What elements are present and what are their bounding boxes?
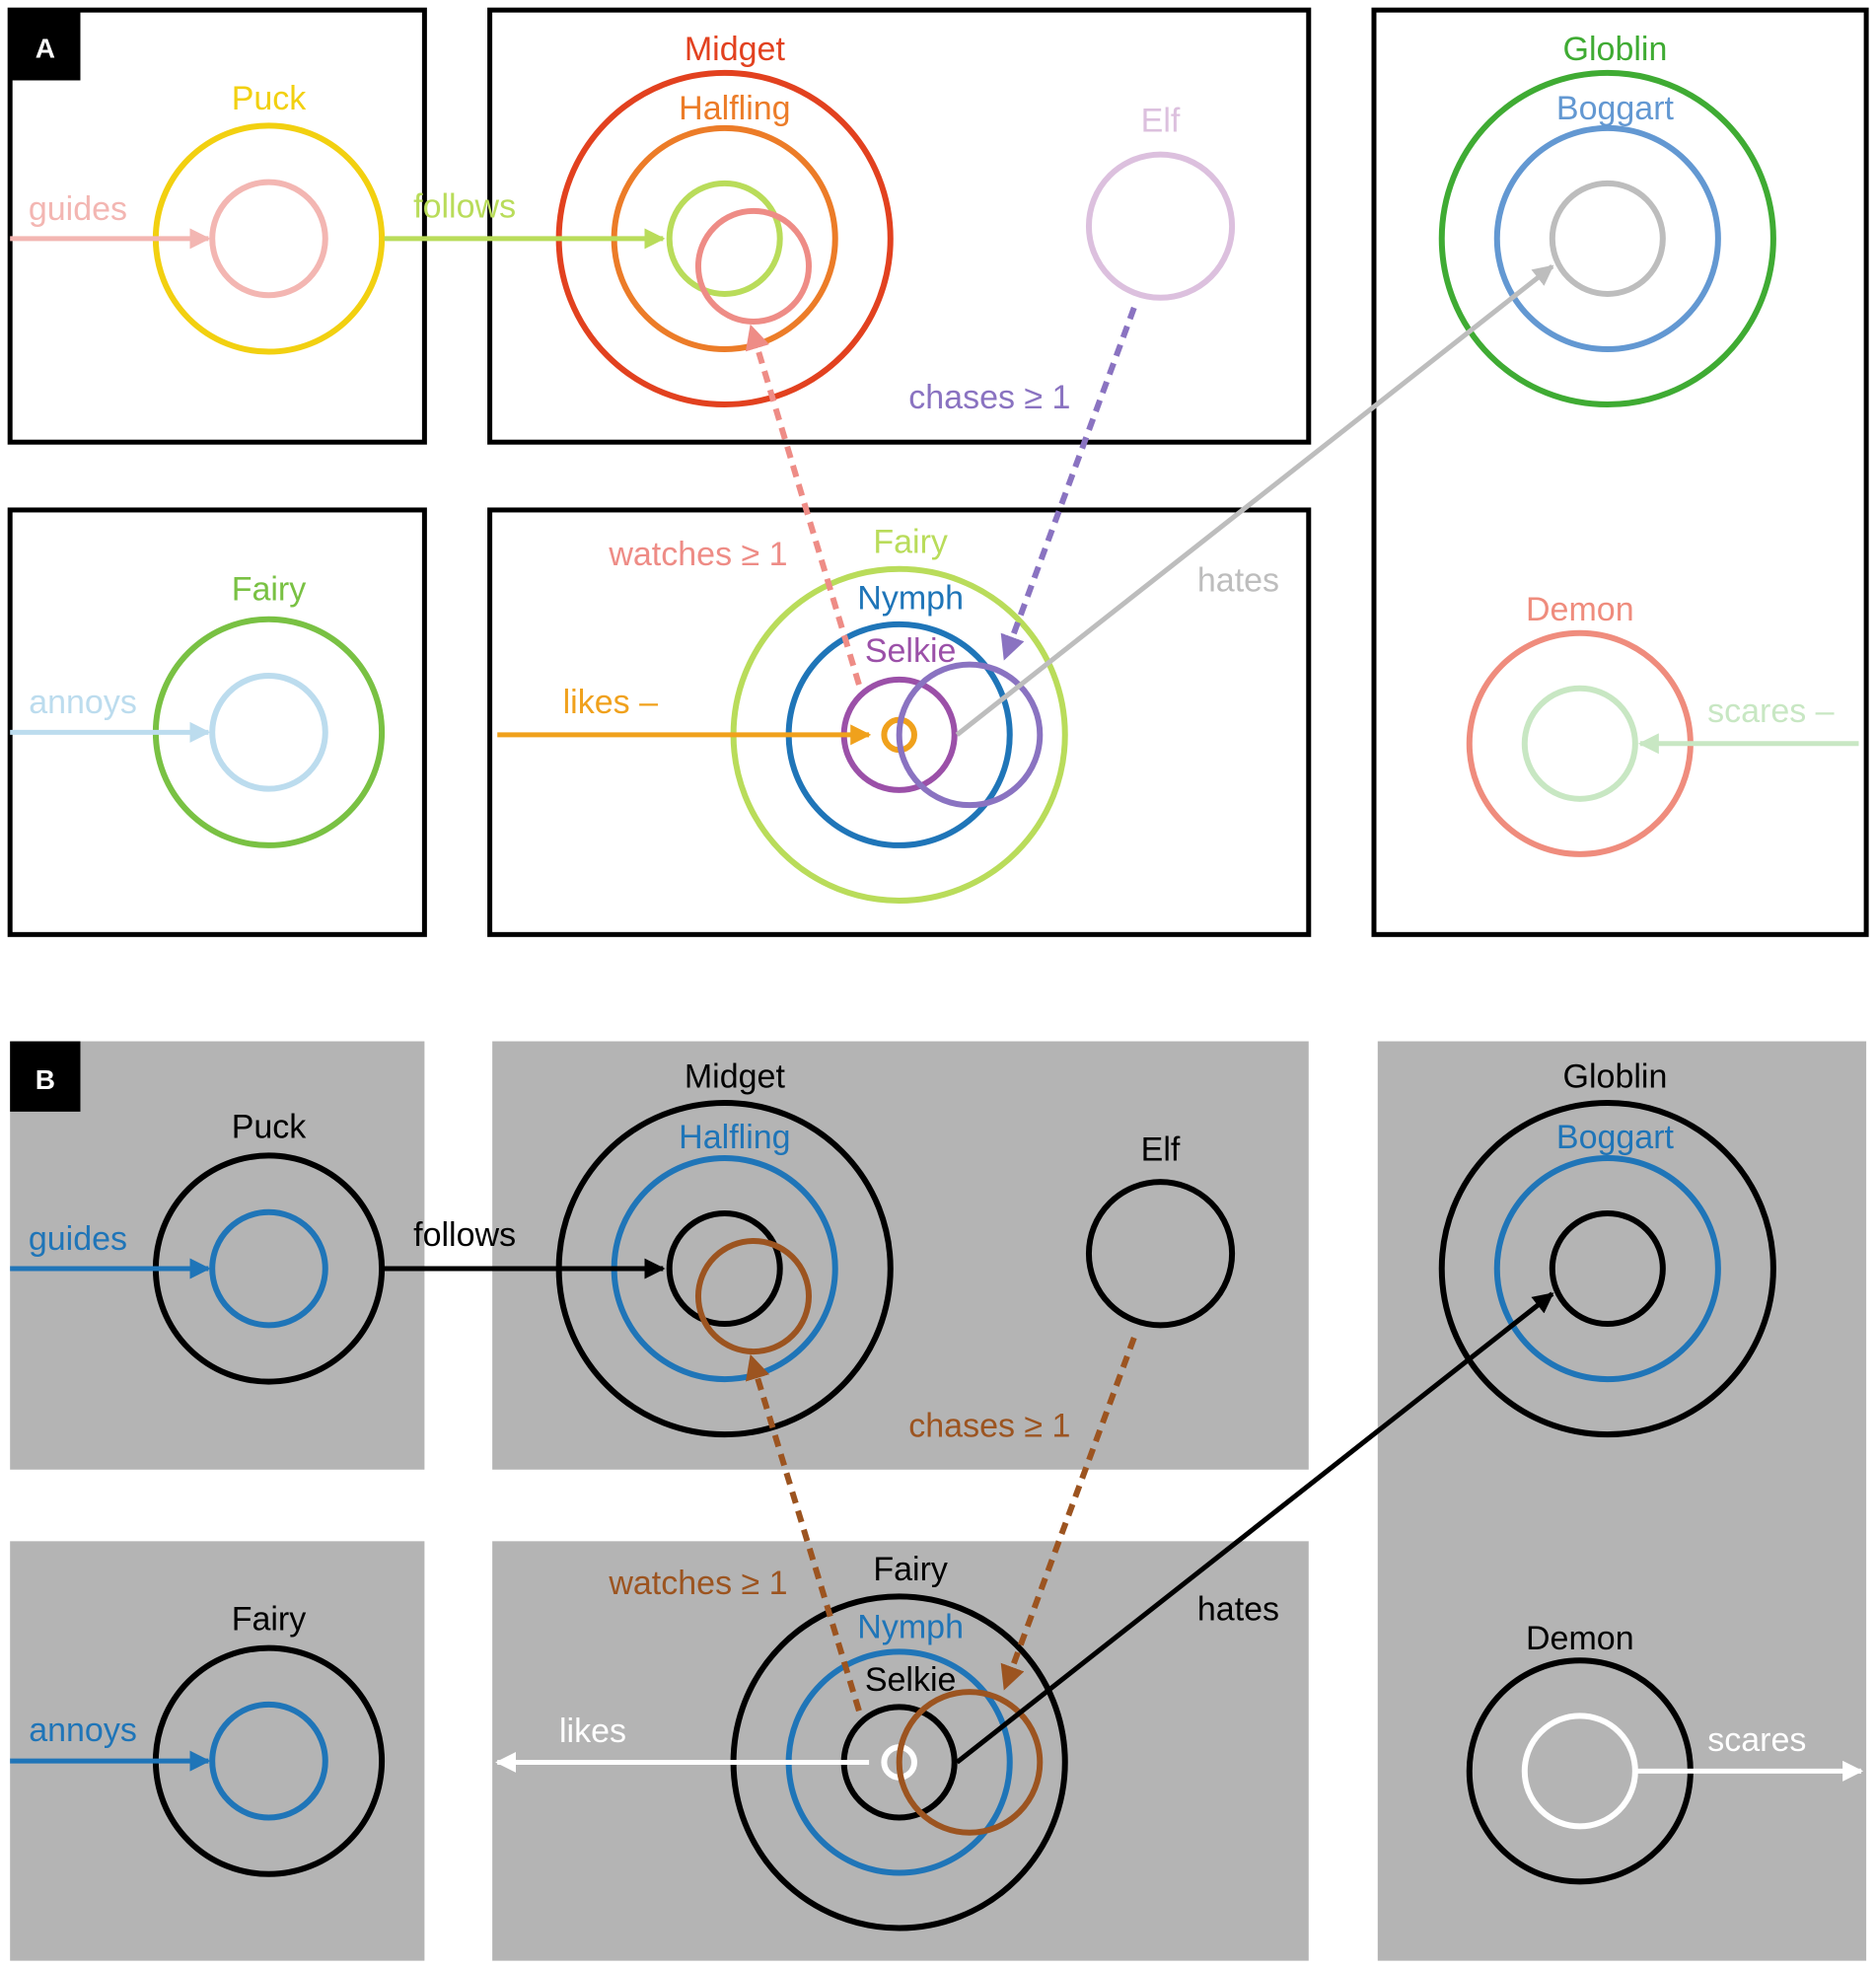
label-hates: hates [1197, 1591, 1279, 1629]
label-scares: scares [1707, 1721, 1806, 1759]
panel-b-tag-box [10, 1041, 81, 1112]
circle-elf [1085, 151, 1236, 301]
label-nymph: Nymph [857, 580, 964, 618]
label-midget: Midget [685, 31, 786, 68]
label-chases: chases ≥ 1 [908, 379, 1070, 416]
panel-a-tag-box [10, 10, 81, 81]
label-boggart: Boggart [1556, 90, 1675, 127]
label-chases: chases ≥ 1 [908, 1408, 1070, 1445]
arrow-hates [955, 263, 1554, 737]
box-midget [487, 7, 1312, 445]
arrow-watches [745, 324, 862, 686]
panel-b-bg-globlin [1377, 1041, 1867, 1961]
label-selkie: Selkie [865, 1661, 957, 1699]
label-follows: follows [413, 187, 516, 225]
label-demon: Demon [1526, 591, 1634, 628]
label-likes: likes [559, 1713, 626, 1750]
label-demon: Demon [1526, 1620, 1634, 1657]
circle-puck-inner [209, 179, 328, 299]
box-fairy-center [487, 507, 1312, 937]
arrow-hates [955, 1291, 1554, 1765]
label-likes: likes – [563, 684, 658, 721]
label-scares: scares – [1707, 693, 1835, 730]
arrow-chases [1000, 1337, 1137, 1691]
panel-b-bg-midget [492, 1041, 1309, 1470]
circle-midget-inner [666, 1210, 783, 1328]
circle-fairy-center-hater [896, 661, 1044, 809]
circle-boggart [1493, 1154, 1721, 1383]
label-globlin: Globlin [1563, 31, 1668, 68]
panel-a-tag: A [36, 34, 55, 64]
label-watches: watches ≥ 1 [608, 536, 787, 573]
circle-midget-watched [694, 207, 813, 325]
label-fairy-center: Fairy [873, 523, 948, 560]
label-nymph: Nymph [857, 1608, 964, 1645]
label-guides: guides [29, 1220, 127, 1258]
panel-b-bg-fairy-left [10, 1541, 425, 1961]
circle-puck-inner [209, 1208, 328, 1329]
label-halfling: Halfling [679, 90, 790, 127]
label-hates: hates [1197, 562, 1279, 600]
label-halfling: Halfling [679, 1119, 790, 1156]
label-fairy-center: Fairy [873, 1551, 948, 1588]
box-fairy-left [7, 507, 427, 937]
label-elf: Elf [1141, 103, 1181, 140]
circle-demon-inner [1521, 685, 1638, 802]
circle-midget-inner [666, 180, 783, 297]
arrow-chases [1000, 306, 1137, 661]
circle-fairy-left-inner [209, 673, 328, 792]
label-puck: Puck [232, 1109, 308, 1146]
label-midget: Midget [685, 1058, 786, 1096]
panel-b-tag: B [36, 1064, 55, 1095]
label-guides: guides [29, 190, 127, 228]
box-puck [7, 7, 427, 445]
label-selkie: Selkie [865, 632, 957, 670]
panel-b-bg-puck [10, 1041, 425, 1470]
circle-globlin-inner [1549, 180, 1666, 297]
label-annoys: annoys [29, 684, 137, 721]
circle-midget-watched [694, 1238, 813, 1355]
label-annoys: annoys [29, 1712, 137, 1749]
circle-boggart [1493, 124, 1721, 352]
label-puck: Puck [232, 80, 308, 117]
circle-fairy-left-inner [209, 1701, 328, 1821]
box-globlin [1371, 7, 1869, 937]
arrow-watches [745, 1353, 862, 1713]
label-fairy-left: Fairy [232, 571, 307, 609]
circle-globlin [1438, 69, 1776, 408]
label-elf: Elf [1141, 1131, 1181, 1169]
label-watches: watches ≥ 1 [608, 1565, 787, 1602]
circle-globlin-inner [1549, 1210, 1666, 1328]
circle-elf [1085, 1179, 1236, 1329]
circle-globlin [1438, 1099, 1776, 1438]
label-fairy-left: Fairy [232, 1601, 307, 1639]
label-boggart: Boggart [1556, 1119, 1675, 1156]
label-follows: follows [413, 1216, 516, 1254]
label-globlin: Globlin [1563, 1058, 1668, 1096]
circle-fairy-center-hater [896, 1689, 1044, 1836]
